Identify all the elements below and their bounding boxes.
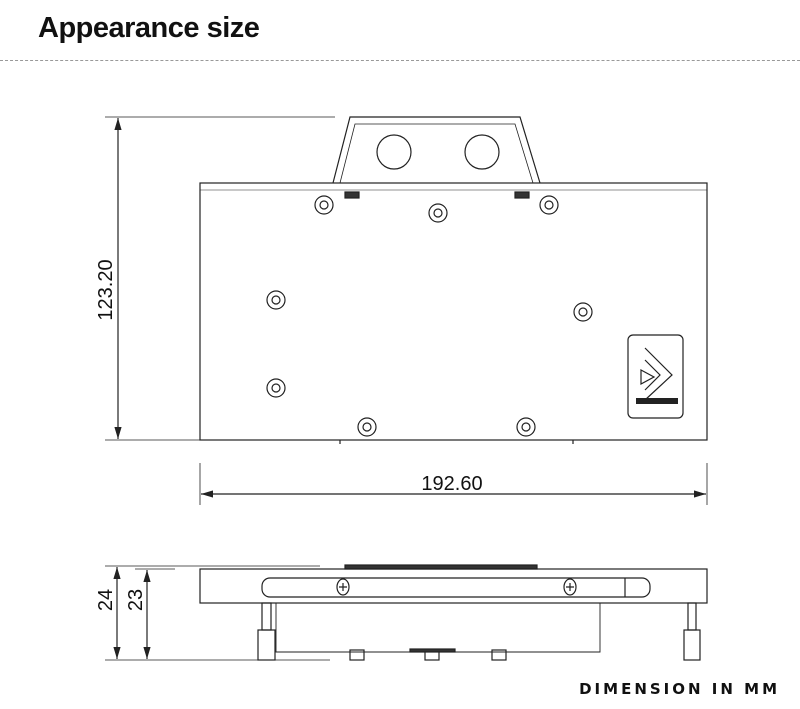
dashed-divider [0, 60, 800, 61]
component [349, 649, 365, 661]
standoff-foot-right [683, 629, 701, 661]
plate-outline [199, 182, 708, 441]
port-bracket-inner-edge [339, 123, 534, 184]
width-dimension-label: 192.60 [421, 473, 482, 495]
standoff-foot-left [257, 629, 276, 661]
screw-icon [539, 195, 559, 215]
screw-icon [266, 290, 286, 310]
height-dimension-label: 123.20 [95, 259, 117, 320]
total-height-label: 24 [95, 589, 117, 611]
component [491, 649, 507, 661]
port-right [464, 134, 500, 170]
screw-icon [516, 417, 536, 437]
component-strip [409, 648, 456, 653]
side-bar [261, 577, 651, 598]
screw-icon [573, 302, 593, 322]
barrow-logo-icon [627, 334, 684, 419]
screw-icon [336, 578, 350, 596]
standoff-post-right [687, 602, 697, 631]
mounting-screws [266, 195, 593, 437]
bracket-clip-right [514, 191, 530, 199]
screw-icon [266, 378, 286, 398]
standoff-post-left [261, 602, 272, 631]
bracket-clip-left [344, 191, 360, 199]
side-view [199, 564, 708, 661]
body-height-label: 23 [125, 589, 147, 611]
block-body [199, 568, 708, 604]
port-bracket [332, 116, 541, 184]
screw-icon [357, 417, 377, 437]
backplate-outline [275, 603, 601, 653]
units-note: DIMENSION IN MM [579, 680, 780, 698]
screw-icon [314, 195, 334, 215]
port-left [376, 134, 412, 170]
page-title: Appearance size [38, 12, 260, 44]
screw-icon [563, 578, 577, 596]
screw-icon [428, 203, 448, 223]
front-view [199, 116, 708, 444]
